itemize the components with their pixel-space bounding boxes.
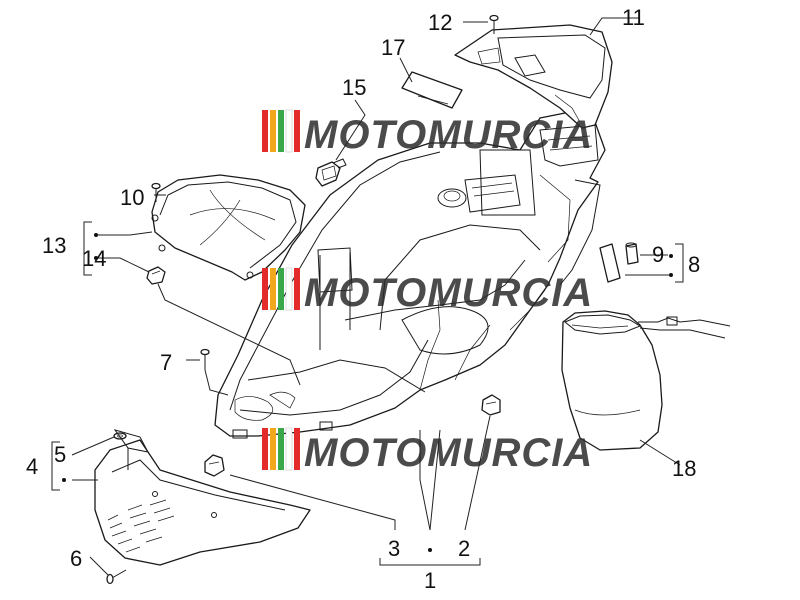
screw-12 <box>489 14 499 34</box>
callout-6: 6 <box>70 546 82 571</box>
bracket-8-9 <box>669 243 684 283</box>
callout-7: 7 <box>160 350 172 375</box>
screw-7 <box>200 348 210 370</box>
callout-12: 12 <box>428 10 452 35</box>
helmet-liner <box>561 310 731 451</box>
callout-15: 15 <box>342 75 366 100</box>
callout-10: 10 <box>120 185 144 210</box>
callout-9: 9 <box>652 242 664 267</box>
fastener-stud <box>315 158 347 187</box>
watermark-text: MOTOMURCIA <box>304 271 593 315</box>
callout-13: 13 <box>42 233 66 258</box>
bracket-13-14 <box>83 221 98 276</box>
component-9 <box>599 242 639 283</box>
watermark-1: MOTOMURCIA <box>262 109 593 157</box>
callout-17: 17 <box>381 35 405 60</box>
helmet-compartment <box>214 107 606 439</box>
callout-3: 3 <box>388 536 400 561</box>
callout-2: 2 <box>458 536 470 561</box>
bracket-4-5 <box>51 441 66 491</box>
callout-5: 5 <box>54 442 66 467</box>
callout-4: 4 <box>26 454 38 479</box>
callout-18: 18 <box>672 456 696 481</box>
leader-lines <box>71 17 681 576</box>
callout-8: 8 <box>688 252 700 277</box>
glovebox-lid <box>151 174 306 281</box>
callout-labels: 11 12 17 15 10 13 14 7 5 4 6 3 2 1 9 8 1… <box>26 5 700 593</box>
callout-11: 11 <box>622 5 645 30</box>
small-lid <box>401 71 463 109</box>
clip-3 <box>204 454 225 477</box>
lower-front-cover <box>94 429 311 566</box>
watermark-3: MOTOMURCIA <box>262 427 593 475</box>
washer-5 <box>113 432 127 440</box>
callout-1: 1 <box>424 568 436 593</box>
callout-14: 14 <box>82 246 106 271</box>
watermark-text: MOTOMURCIA <box>304 431 593 475</box>
clip-14 <box>146 266 166 285</box>
clip-2 <box>481 394 501 416</box>
watermark-text: MOTOMURCIA <box>304 113 593 157</box>
screw-6 <box>106 569 127 585</box>
watermark-2: MOTOMURCIA <box>262 267 593 315</box>
bracket-1-2-3 <box>379 548 481 566</box>
rear-cover <box>454 24 613 129</box>
